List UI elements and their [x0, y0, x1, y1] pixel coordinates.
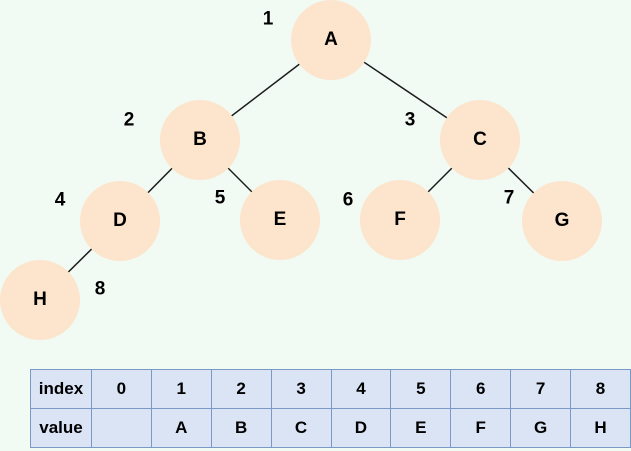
- cell-value-2: B: [210, 408, 272, 448]
- tree-node-e: E: [240, 180, 320, 260]
- node-label: C: [473, 129, 487, 150]
- tree-node-h: H: [0, 260, 80, 340]
- node-label: G: [554, 210, 570, 231]
- tree-node-b: B: [160, 100, 240, 180]
- cell-index-1: 1: [150, 369, 212, 409]
- cell-value-7: G: [510, 408, 572, 448]
- node-index-number-h: 8: [94, 278, 106, 300]
- node-label: E: [273, 209, 287, 230]
- cell-value-5: E: [390, 408, 452, 448]
- tree-node-f: F: [360, 180, 440, 260]
- cell-index-8: 8: [570, 369, 631, 409]
- row-header-value: value: [30, 408, 92, 448]
- node-index-number-g: 7: [503, 187, 515, 209]
- cell-index-5: 5: [390, 369, 452, 409]
- cell-index-6: 6: [450, 369, 512, 409]
- node-label: D: [113, 210, 127, 231]
- cell-index-4: 4: [330, 369, 392, 409]
- cell-value-1: A: [150, 408, 212, 448]
- cell-value-6: F: [450, 408, 512, 448]
- node-index-number-a: 1: [262, 8, 274, 30]
- node-index-number-b: 2: [123, 109, 135, 131]
- cell-value-8: H: [570, 408, 631, 448]
- cell-value-4: D: [330, 408, 392, 448]
- cell-index-3: 3: [270, 369, 332, 409]
- row-header-index: index: [30, 369, 92, 409]
- node-label: F: [394, 209, 406, 230]
- node-index-number-c: 3: [404, 109, 416, 131]
- cell-index-7: 7: [510, 369, 572, 409]
- cell-index-0: 0: [90, 369, 152, 409]
- node-label: A: [324, 29, 338, 50]
- cell-value-3: C: [270, 408, 332, 448]
- node-index-number-e: 5: [214, 187, 226, 209]
- node-label: H: [33, 289, 47, 310]
- node-label: B: [193, 129, 207, 150]
- cell-value-0: [90, 408, 152, 448]
- tree-node-d: D: [80, 181, 160, 261]
- tree-node-a: A: [291, 0, 371, 80]
- tree-node-g: G: [522, 181, 602, 261]
- node-index-number-f: 6: [342, 189, 354, 211]
- cell-index-2: 2: [210, 369, 272, 409]
- node-index-number-d: 4: [54, 189, 66, 211]
- tree-node-c: C: [440, 100, 520, 180]
